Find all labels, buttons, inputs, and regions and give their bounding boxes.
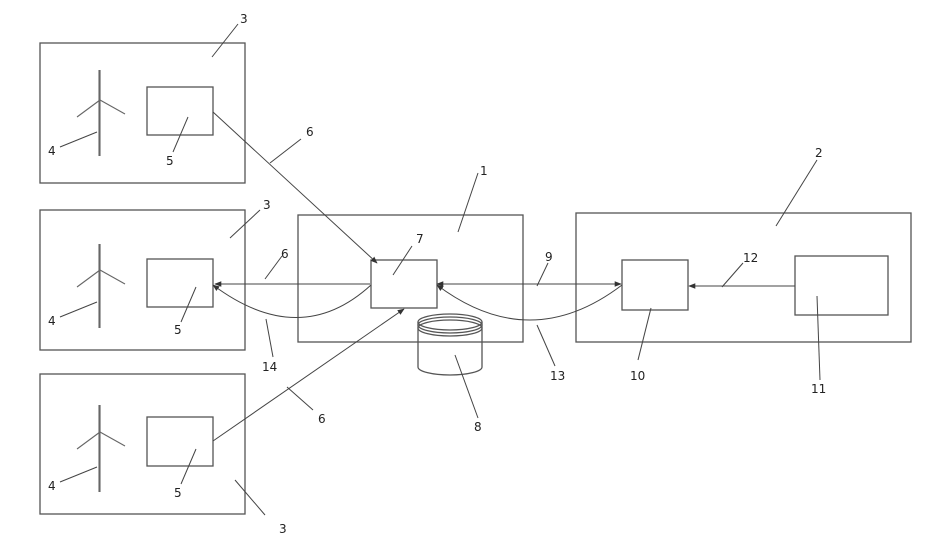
label-11: 11 (811, 382, 826, 396)
label-4-middle: 4 (48, 314, 56, 328)
label-4-top: 4 (48, 144, 56, 158)
label-5-top: 5 (166, 154, 174, 168)
turbine-controller-top (147, 87, 213, 135)
label-10: 10 (630, 369, 645, 383)
label-6-bottom: 6 (318, 412, 326, 426)
label-3-bottom: 3 (279, 522, 287, 536)
wind-turbine-site-middle (40, 210, 245, 350)
label-8: 8 (474, 420, 482, 434)
label-9: 9 (545, 250, 553, 264)
user-interface-box (795, 256, 888, 315)
label-5-bottom: 5 (174, 486, 182, 500)
wind-turbine-icon (77, 405, 125, 492)
central-server-box (371, 260, 437, 308)
label-3-top: 3 (240, 12, 248, 26)
label-14: 14 (262, 360, 277, 374)
label-12: 12 (743, 251, 758, 265)
label-2: 2 (815, 146, 823, 160)
label-6-middle: 6 (281, 247, 289, 261)
label-5-middle: 5 (174, 323, 182, 337)
feedback-link-14 (213, 285, 371, 318)
wind-turbine-site-bottom (40, 374, 245, 514)
remote-client-box (622, 260, 688, 310)
wind-turbine-icon (77, 70, 125, 156)
label-7: 7 (416, 232, 424, 246)
database-icon (418, 314, 482, 375)
label-6-top: 6 (306, 125, 314, 139)
remote-system-box (576, 213, 911, 342)
label-1: 1 (480, 164, 488, 178)
data-link-top (213, 112, 377, 263)
turbine-controller-bottom (147, 417, 213, 466)
label-13: 13 (550, 369, 565, 383)
label-4-bottom: 4 (48, 479, 56, 493)
label-3-middle: 3 (263, 198, 271, 212)
central-system-box (298, 215, 523, 342)
leader-lines (60, 24, 820, 515)
wind-turbine-icon (77, 244, 125, 328)
turbine-controller-middle (147, 259, 213, 307)
data-link-bottom (213, 309, 404, 441)
